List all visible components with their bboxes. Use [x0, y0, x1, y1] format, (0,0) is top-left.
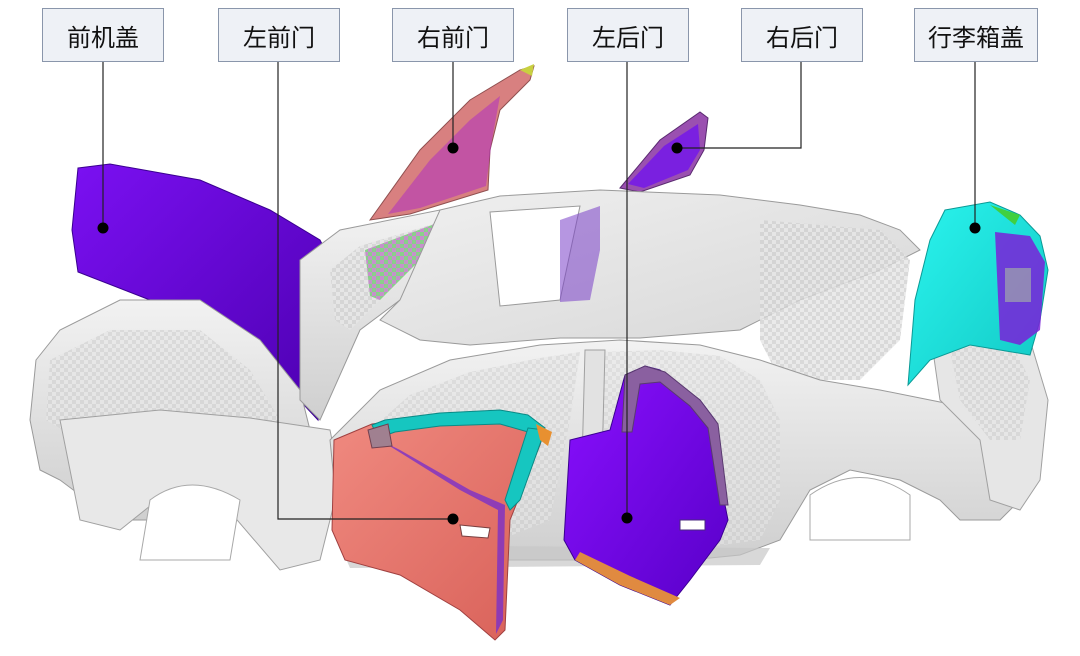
left-front-door-label: 左前门 [218, 8, 340, 62]
right-rear-door [619, 111, 709, 193]
leader-dots [97, 142, 981, 525]
dot-left-rear-door [621, 512, 633, 524]
trunk-lid [907, 201, 1049, 387]
right-front-door-label: 右前门 [392, 8, 514, 62]
left-front-door [331, 409, 552, 641]
dot-right-rear-door [671, 142, 683, 154]
right-rear-door-label: 右后门 [741, 8, 863, 62]
trunk-lid-label: 行李箱盖 [914, 8, 1038, 62]
leader-right-rear-door [677, 62, 802, 149]
leader-left-front-door [277, 62, 453, 520]
dot-left-front-door [447, 513, 459, 525]
left-rear-door-label: 左后门 [567, 8, 689, 62]
leader-lines [102, 62, 976, 520]
dot-right-front-door [447, 142, 459, 154]
dot-trunk-lid [969, 222, 981, 234]
left-rear-door [563, 365, 729, 606]
dot-front-hood [97, 222, 109, 234]
front-hood-label: 前机盖 [42, 8, 164, 62]
